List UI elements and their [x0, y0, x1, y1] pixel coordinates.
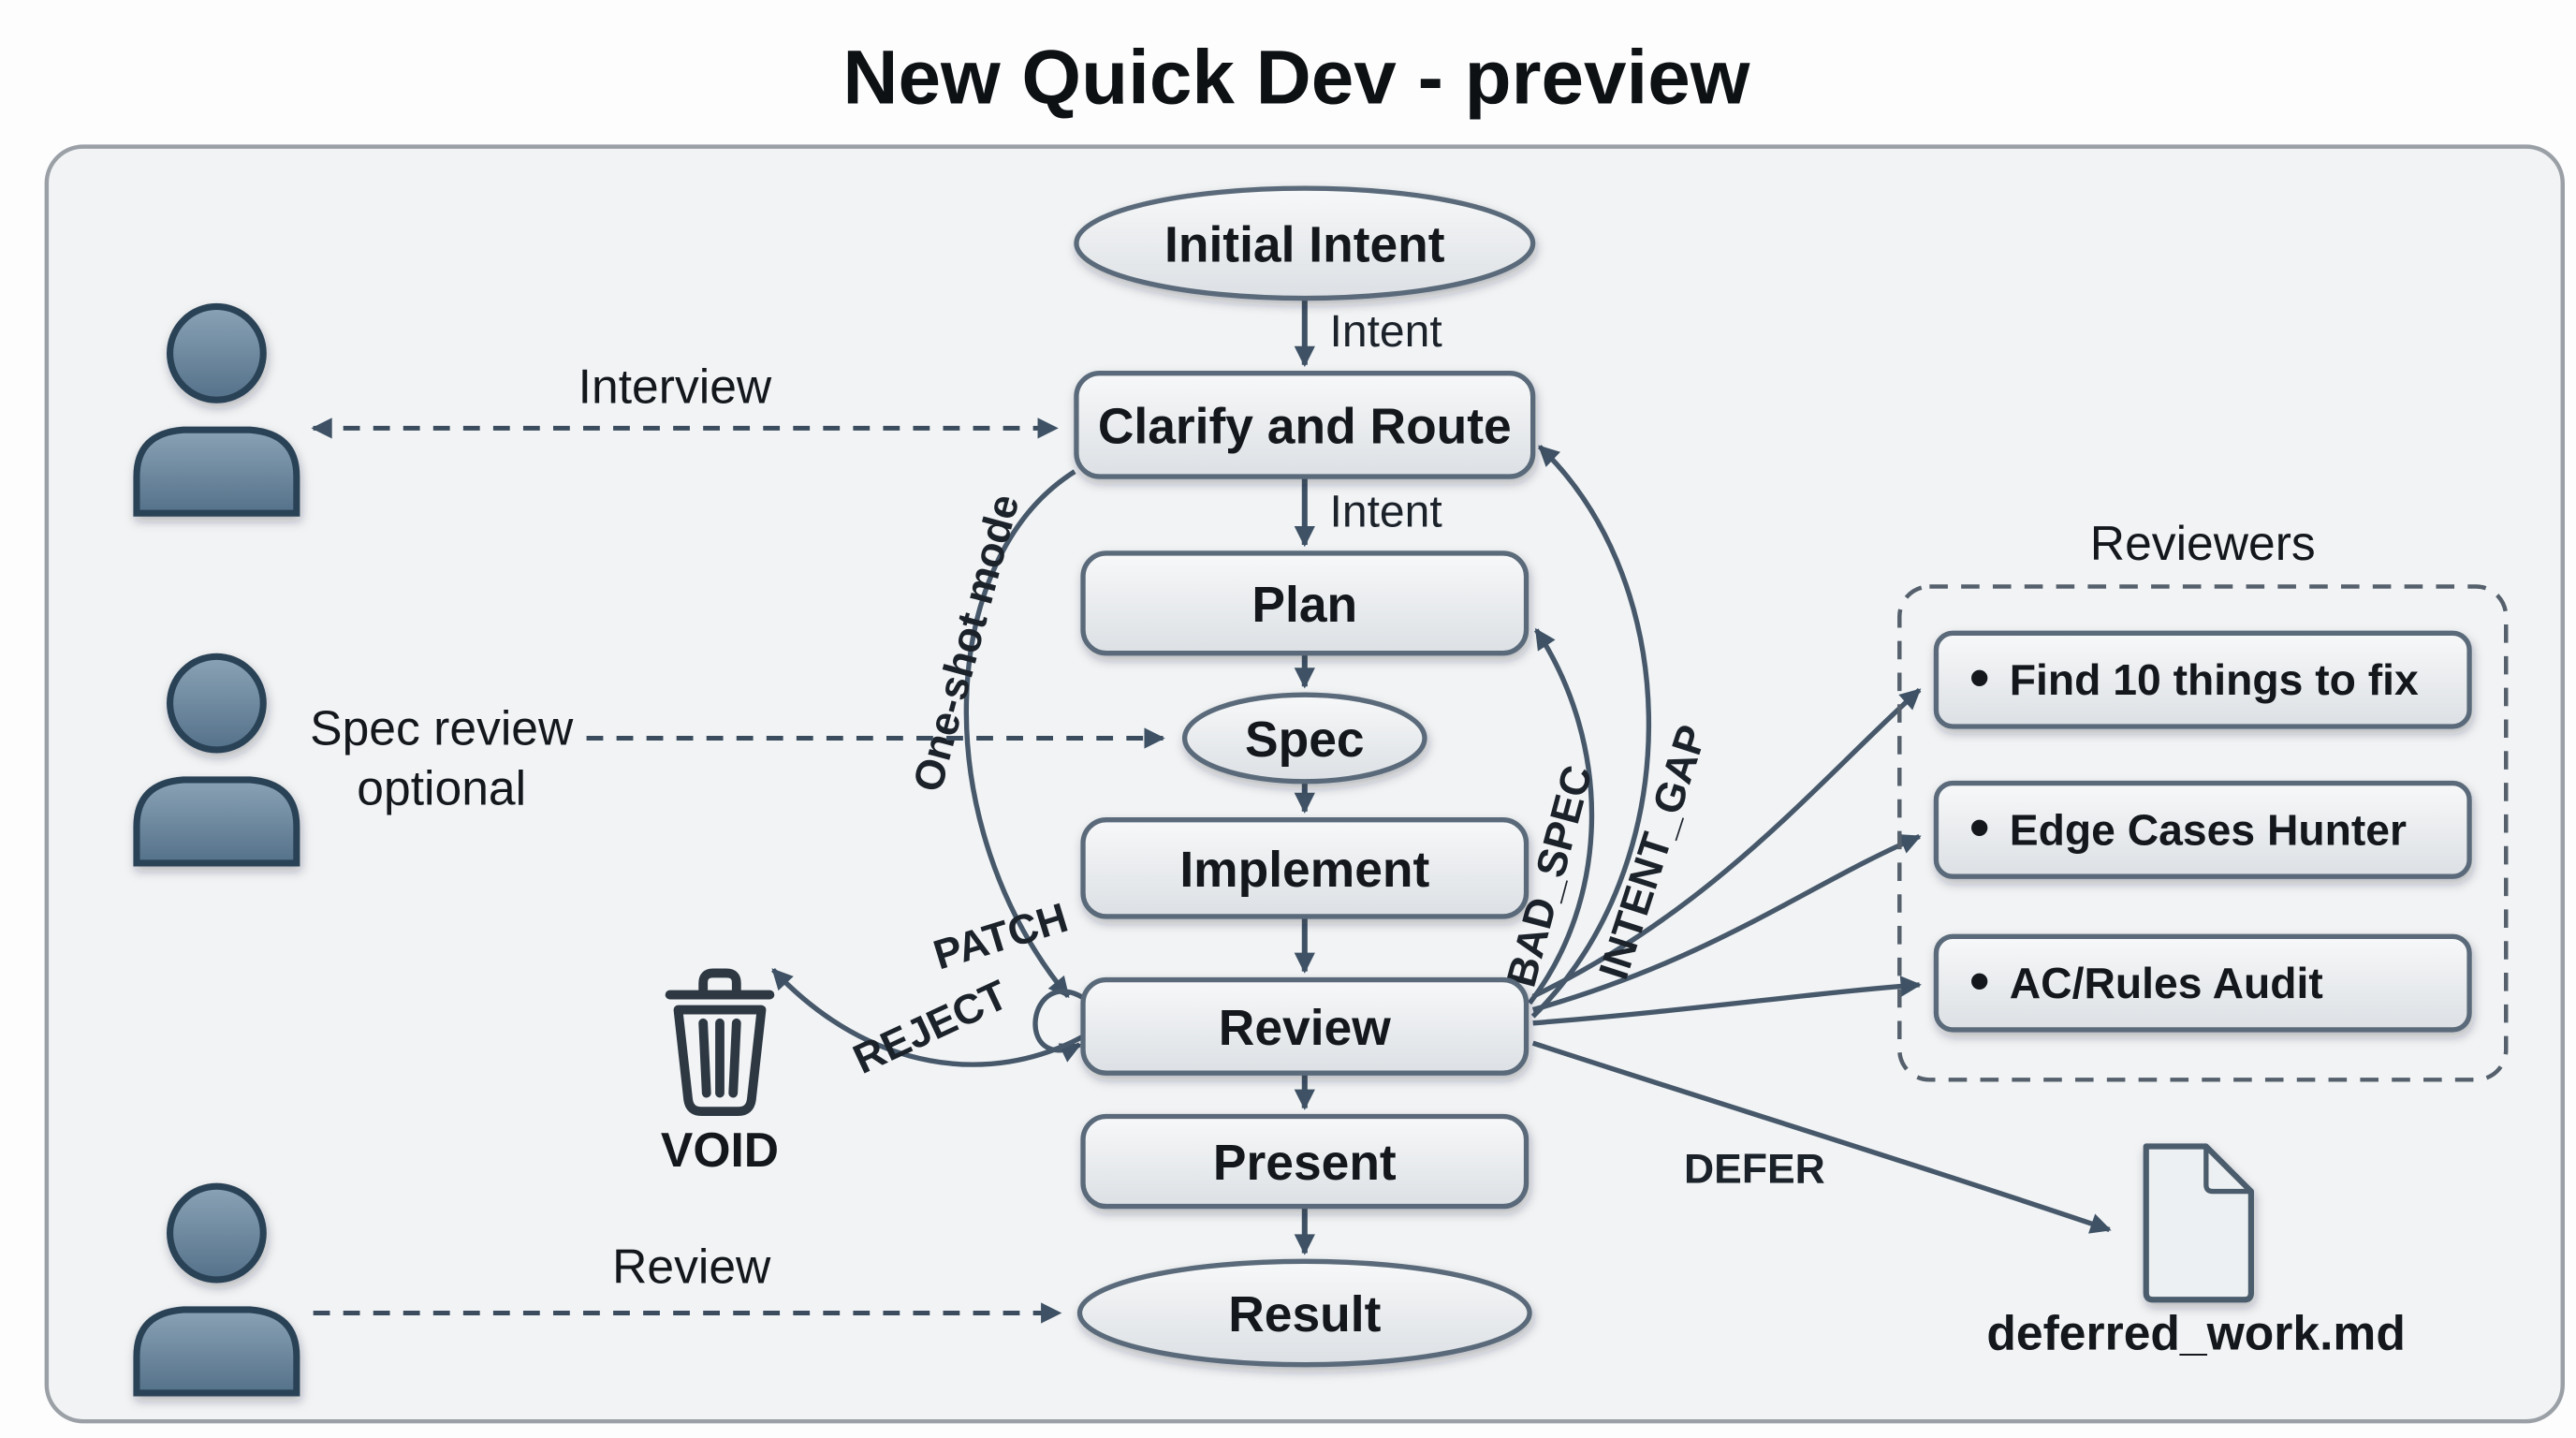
final-review-label: Review [612, 1239, 771, 1293]
trash-icon [665, 968, 775, 1117]
node-result-label: Result [1228, 1287, 1381, 1343]
defer-label: DEFER [1684, 1147, 1825, 1193]
bullet-icon: • [1969, 948, 1989, 1012]
reviewer-item-label: AC/Rules Audit [2010, 959, 2323, 1007]
review-to-reviewer-3-arrow [1532, 976, 1922, 1026]
spec-review-label-line2: optional [357, 761, 526, 815]
review-to-reviewer-1-arrow [1531, 687, 1922, 999]
intent-edge-label-1: Intent [1330, 307, 1442, 357]
defer-arrow [1531, 1040, 2112, 1234]
void-label: VOID [661, 1123, 779, 1177]
node-plan-label: Plan [1251, 578, 1357, 633]
intent-gap-arrow [1530, 445, 1652, 1019]
reject-arrow [771, 968, 1085, 1067]
node-implement-label: Implement [1179, 843, 1429, 898]
node-clarify-and-route: Clarify and Route [1074, 371, 1536, 479]
deferred-work-filename: deferred_work.md [1986, 1306, 2405, 1360]
node-spec-label: Spec [1245, 712, 1365, 768]
reviewer-item-label: Find 10 things to fix [2010, 655, 2419, 704]
node-initial-intent-label: Initial Intent [1164, 217, 1445, 272]
reviewer-item-label: Edge Cases Hunter [2010, 805, 2407, 854]
intent-edge-label-2: Intent [1330, 487, 1442, 536]
bullet-icon: • [1969, 795, 1989, 858]
node-spec: Spec [1181, 692, 1427, 785]
node-initial-intent: Initial Intent [1074, 185, 1536, 301]
reviewer-item-find-10-things: • Find 10 things to fix [1933, 630, 2472, 729]
document-icon [2143, 1143, 2254, 1303]
reviewers-group-frame [1897, 584, 2509, 1082]
reviewer-item-edge-cases-hunter: • Edge Cases Hunter [1933, 780, 2472, 879]
node-result: Result [1076, 1258, 1532, 1368]
node-review-label: Review [1219, 1001, 1391, 1056]
bullet-icon: • [1969, 645, 1989, 709]
one-shot-mode-arrow [963, 469, 1076, 999]
review-to-reviewer-2-arrow [1531, 834, 1922, 1013]
node-present-label: Present [1213, 1136, 1397, 1191]
node-present: Present [1080, 1113, 1530, 1210]
spec-review-label-line1: Spec review [310, 701, 574, 756]
node-implement: Implement [1080, 817, 1530, 919]
reviewer-item-ac-rules-audit: • AC/Rules Audit [1933, 933, 2472, 1033]
bad-spec-arrow [1527, 627, 1595, 1005]
node-plan: Plan [1080, 550, 1530, 656]
page-title: New Quick Dev - preview [842, 35, 1749, 120]
node-clarify-and-route-label: Clarify and Route [1098, 399, 1512, 454]
interview-label: Interview [578, 360, 772, 414]
node-review: Review [1080, 976, 1530, 1076]
reviewers-group-title: Reviewers [2090, 516, 2316, 570]
